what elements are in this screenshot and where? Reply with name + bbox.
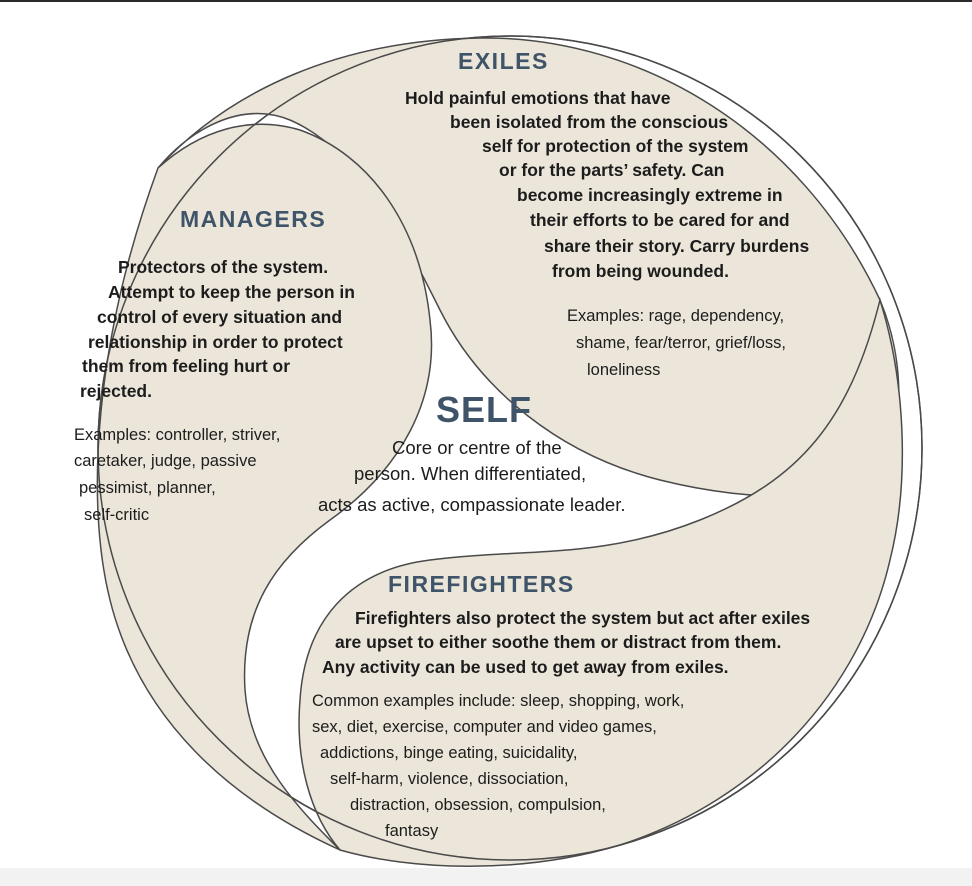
- managers-line: Attempt to keep the person in: [108, 282, 355, 302]
- self-line: person. When differentiated,: [354, 463, 587, 484]
- bottom-strip: [0, 868, 972, 886]
- managers-examples-line: Examples: controller, striver,: [74, 426, 281, 444]
- firefighters-examples-line: addictions, binge eating, suicidality,: [320, 744, 578, 762]
- managers-line: control of every situation and: [97, 307, 343, 327]
- exiles-title: EXILES: [458, 48, 549, 74]
- managers-title: MANAGERS: [180, 206, 327, 232]
- exiles-line: Hold painful emotions that have: [405, 88, 671, 108]
- self-line: Core or centre of the: [392, 437, 562, 458]
- exiles-examples-line: Examples: rage, dependency,: [567, 307, 785, 325]
- top-border: [0, 0, 972, 2]
- managers-line: relationship in order to protect: [88, 332, 343, 352]
- firefighters-examples-line: fantasy: [385, 822, 439, 840]
- firefighters-examples-line: self-harm, violence, dissociation,: [330, 770, 569, 788]
- exiles-examples-line: shame, fear/terror, grief/loss,: [576, 334, 786, 352]
- firefighters-line: Firefighters also protect the system but…: [355, 608, 811, 628]
- exiles-line: from being wounded.: [552, 261, 729, 281]
- exiles-line: become increasingly extreme in: [517, 185, 783, 205]
- managers-examples-line: caretaker, judge, passive: [74, 452, 257, 470]
- exiles-line: share their story. Carry burdens: [544, 236, 810, 256]
- exiles-line: their efforts to be cared for and: [530, 210, 790, 230]
- managers-region: [96, 123, 433, 851]
- firefighters-region: [298, 297, 904, 867]
- exiles-line: or for the parts’ safety. Can: [499, 160, 725, 180]
- self-title: SELF: [436, 389, 533, 430]
- firefighters-line: are upset to either soothe them or distr…: [335, 632, 782, 652]
- managers-examples-line: self-critic: [84, 506, 150, 524]
- managers-line: rejected.: [80, 381, 152, 401]
- managers-line: Protectors of the system.: [118, 257, 329, 277]
- exiles-line: been isolated from the conscious: [450, 112, 729, 132]
- firefighters-title: FIREFIGHTERS: [388, 571, 575, 597]
- self-line: acts as active, compassionate leader.: [318, 494, 626, 515]
- firefighters-examples-line: Common examples include: sleep, shopping…: [312, 692, 685, 710]
- exiles-line: self for protection of the system: [482, 136, 749, 156]
- outer-circle-outline: [97, 35, 923, 861]
- managers-examples-line: pessimist, planner,: [79, 479, 216, 497]
- managers-line: them from feeling hurt or: [82, 356, 291, 376]
- firefighters-line: Any activity can be used to get away fro…: [322, 657, 729, 677]
- exiles-examples-line: loneliness: [587, 361, 661, 379]
- firefighters-examples-line: distraction, obsession, compulsion,: [350, 796, 606, 814]
- firefighters-examples-line: sex, diet, exercise, computer and video …: [312, 718, 657, 736]
